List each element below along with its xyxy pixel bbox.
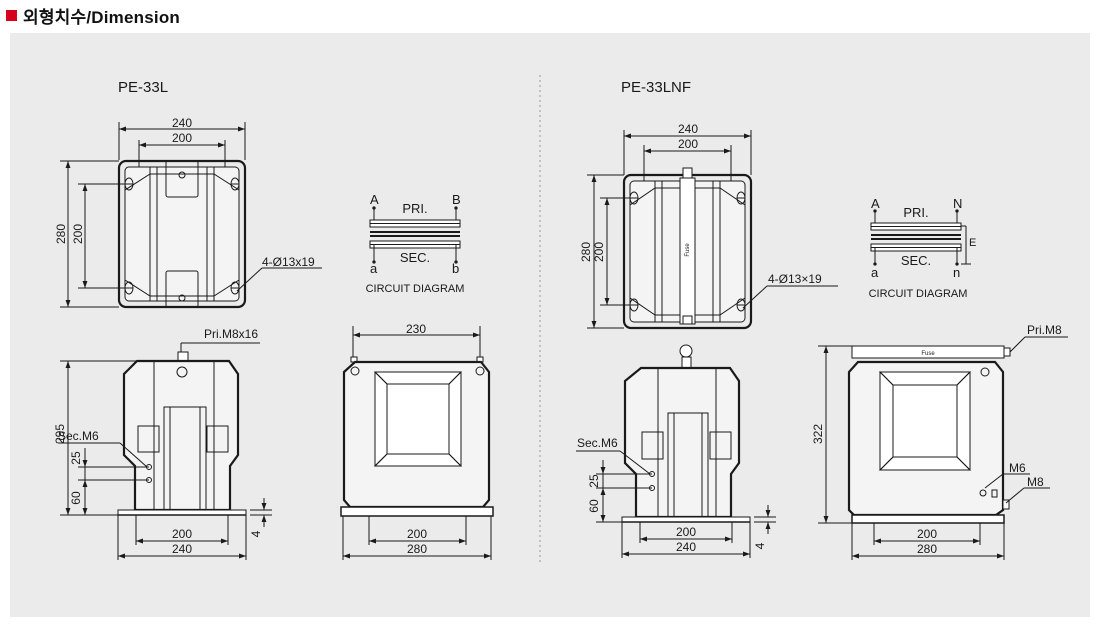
right-side-w-inner: 200 <box>917 527 937 541</box>
left-side-w-inner: 200 <box>407 527 427 541</box>
right-circuit-pri: PRI. <box>903 205 928 220</box>
terminal-bolt-icon <box>682 167 693 179</box>
section-title-text: 외형치수/Dimension <box>23 7 180 27</box>
right-circuit-E: E <box>969 237 976 249</box>
left-top-width-outer: 240 <box>172 116 192 130</box>
left-circuit-diagram <box>369 206 461 264</box>
left-front-d4: 4 <box>249 530 263 537</box>
left-front-height: 295 <box>53 424 67 444</box>
left-mounting-holes: 4-Ø13x19 <box>262 255 315 269</box>
right-pri-terminal: Pri.M8 <box>1027 323 1062 337</box>
left-top-height-inner: 200 <box>71 224 85 244</box>
left-model-name: PE-33L <box>118 79 168 96</box>
right-mounting-holes: 4-Ø13×19 <box>768 272 822 286</box>
right-side-view <box>818 336 1068 560</box>
left-top-view <box>60 122 322 309</box>
right-circuit-a: a <box>871 265 879 280</box>
left-front-d60: 60 <box>69 491 83 505</box>
right-top-height-outer: 280 <box>579 242 593 262</box>
terminal-bolt-icon <box>679 344 693 358</box>
right-top-fuse: Fuse <box>685 243 691 257</box>
left-circuit-B: B <box>452 192 461 207</box>
right-circuit-N: N <box>953 196 962 211</box>
right-circuit-diagram <box>870 209 971 266</box>
right-side-height: 322 <box>811 424 825 444</box>
right-circuit-n: n <box>953 265 960 280</box>
left-front-w-outer: 240 <box>172 542 192 556</box>
left-circuit-caption: CIRCUIT DIAGRAM <box>366 283 465 295</box>
right-top-width-inner: 200 <box>678 137 698 151</box>
right-front-w-outer: 240 <box>676 540 696 554</box>
terminal-bolt-icon <box>177 351 189 362</box>
title-marker-icon <box>6 9 17 21</box>
right-circuit-A: A <box>871 196 880 211</box>
left-pri-terminal: Pri.M8x16 <box>204 327 258 341</box>
left-top-width-inner: 200 <box>172 131 192 145</box>
section-title: 외형치수/Dimension <box>6 4 180 27</box>
right-side-m8: M8 <box>1027 475 1044 489</box>
left-circuit-a: a <box>370 261 378 276</box>
right-top-width-outer: 240 <box>678 122 698 136</box>
left-side-w-outer: 280 <box>407 542 427 556</box>
left-front-w-inner: 200 <box>172 527 192 541</box>
left-circuit-pri: PRI. <box>402 201 427 216</box>
right-front-d25: 25 <box>587 474 601 488</box>
left-top-height-outer: 280 <box>54 224 68 244</box>
right-sec-terminal: Sec.M6 <box>577 436 618 450</box>
right-front-d4: 4 <box>753 542 767 549</box>
right-side-w-outer: 280 <box>917 542 937 556</box>
right-top-height-inner: 200 <box>592 242 606 262</box>
left-side-top-width: 230 <box>406 322 426 336</box>
right-side-fuse: Fuse <box>921 351 935 357</box>
left-circuit-b: b <box>452 261 459 276</box>
left-circuit-A: A <box>370 192 379 207</box>
right-front-w-inner: 200 <box>676 525 696 539</box>
left-front-view <box>58 342 272 560</box>
right-top-view <box>587 130 838 330</box>
right-side-m6: M6 <box>1009 461 1026 475</box>
right-circuit-sec: SEC. <box>901 253 931 268</box>
left-side-view <box>340 326 494 560</box>
left-front-d25: 25 <box>69 451 83 465</box>
right-circuit-caption: CIRCUIT DIAGRAM <box>869 288 968 300</box>
right-front-view <box>576 344 776 558</box>
right-front-d60: 60 <box>587 499 601 513</box>
right-model-name: PE-33LNF <box>621 79 691 96</box>
left-circuit-sec: SEC. <box>400 250 430 265</box>
left-sec-terminal: Sec.M6 <box>58 429 99 443</box>
